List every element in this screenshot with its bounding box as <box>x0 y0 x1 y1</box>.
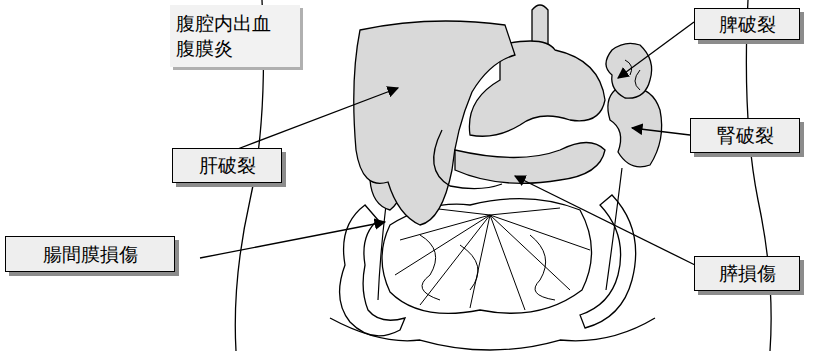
callout-label: 腎破裂 <box>717 123 774 148</box>
callout-box: 膵損傷 <box>694 256 800 291</box>
callout-label: 腸間膜損傷 <box>43 242 138 267</box>
callout-label: 腹腔内出血 <box>176 11 271 36</box>
leader-arrow <box>515 176 695 265</box>
callout-label: 腹膜炎 <box>176 36 233 61</box>
callout-box: 腎破裂 <box>690 118 800 153</box>
duodenum <box>434 130 502 189</box>
callout-label: 脾破裂 <box>719 12 776 37</box>
callout-label: 膵損傷 <box>719 261 776 286</box>
callout-box: 肝破裂 <box>172 148 282 183</box>
leader-arrow <box>632 128 690 135</box>
leader-arrow <box>200 222 385 258</box>
body-outline-right <box>746 0 771 351</box>
callout-box: 脾破裂 <box>694 8 800 40</box>
pancreas <box>455 143 605 184</box>
leader-arrow <box>235 88 398 150</box>
kidney <box>608 88 662 167</box>
callout-box: 腸間膜損傷 <box>5 236 175 272</box>
note-box: 腹腔内出血腹膜炎 <box>170 5 300 67</box>
liver <box>354 21 515 225</box>
spleen-lobe-lines <box>625 60 640 90</box>
ureter <box>606 168 622 290</box>
leader-arrow <box>618 22 694 78</box>
callout-label: 肝破裂 <box>199 153 256 178</box>
ureter <box>378 205 386 300</box>
